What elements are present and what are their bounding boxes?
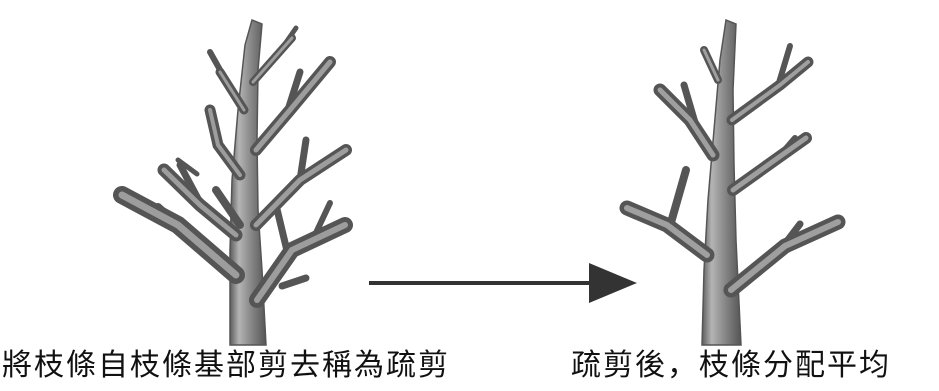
branch-highlights-after — [624, 48, 841, 293]
after-pruning-caption: 疏剪後，枝條分配平均 — [571, 348, 891, 383]
tree-before-pruning — [113, 18, 353, 346]
branch-center-left — [212, 186, 244, 229]
after-left-low-twig — [666, 166, 690, 230]
branch-right-low-twig — [272, 201, 292, 259]
branch-right-high-twig — [283, 68, 304, 117]
after-left-high-twig — [680, 81, 700, 130]
branch-left-mid-twig — [176, 161, 206, 210]
branch-highlights-before — [118, 36, 349, 303]
branch-right-low — [249, 217, 353, 308]
branch-right-low-tip — [311, 200, 333, 240]
before-pruning-caption: 將枝條自枝條基部剪去稱為疏剪 — [2, 348, 450, 383]
after-right-high-twig — [775, 43, 793, 89]
branch-right-small — [278, 274, 310, 290]
trunk-after — [701, 18, 742, 346]
branch-small-left — [175, 157, 200, 177]
tree-after-pruning — [619, 18, 846, 346]
branch-right-mid-twig — [296, 136, 310, 184]
